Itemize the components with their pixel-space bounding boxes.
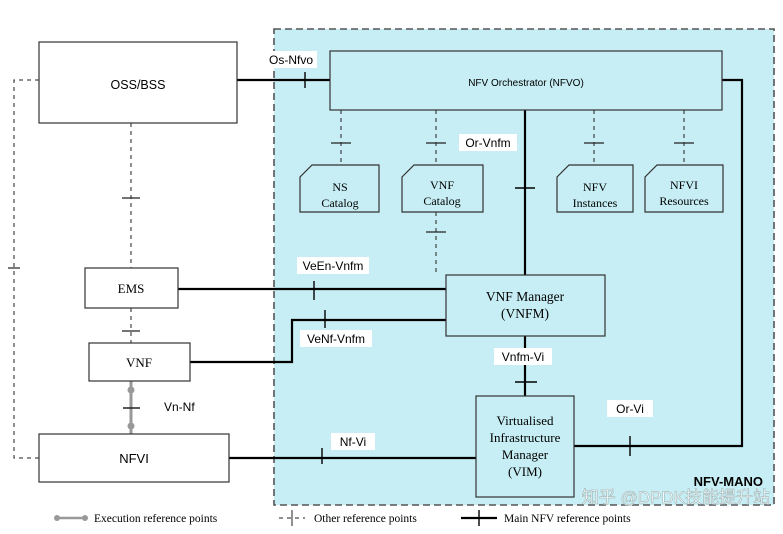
vnf-catalog-label-line2: Catalog bbox=[423, 194, 460, 208]
vnfm-vi-label: Vnfm-Vi bbox=[502, 350, 544, 364]
venf-vnfm-line bbox=[190, 318, 446, 364]
or-vnfm-label: Or-Vnfm bbox=[465, 136, 510, 150]
ems-box bbox=[84, 267, 179, 309]
nfvi-label: NFVI bbox=[119, 451, 149, 466]
vnf-label: VNF bbox=[126, 355, 152, 370]
os-nfvo-label: Os-Nfvo bbox=[269, 53, 313, 67]
vnfm-box bbox=[445, 274, 606, 337]
ns-catalog-box bbox=[299, 164, 380, 213]
watermark: 知乎 @DPDK技能提升站 bbox=[582, 488, 770, 507]
nfvi-resources-box bbox=[644, 164, 724, 213]
vn-nf-label: Vn-Nf bbox=[164, 400, 195, 414]
vim-label-line1: Virtualised bbox=[497, 413, 554, 428]
venf-vnfm-label: VeNf-Vnfm bbox=[307, 332, 365, 346]
vnfm-label-line1: VNF Manager bbox=[486, 289, 565, 304]
nfv-instances-label-line2: Instances bbox=[573, 196, 618, 210]
nfv-instances-label-line1: NFV bbox=[583, 180, 607, 194]
vim-label-line4: (VIM) bbox=[508, 464, 542, 479]
nfvo-box bbox=[329, 50, 723, 111]
oss-bss-box bbox=[38, 41, 238, 124]
vnfm-label-line2: (VNFM) bbox=[501, 306, 549, 321]
vnf-box bbox=[88, 342, 191, 382]
nfvi-resources-label-line1: NFVI bbox=[670, 178, 698, 192]
vnf-catalog-box bbox=[401, 164, 484, 213]
nf-vi-label: Nf-Vi bbox=[340, 435, 366, 449]
legend-main: Main NFV reference points bbox=[504, 513, 631, 525]
ems-label: EMS bbox=[118, 281, 145, 296]
ns-catalog-label-line1: NS bbox=[332, 180, 347, 194]
vnf-catalog-label-line1: VNF bbox=[430, 178, 454, 192]
or-vi-label: Or-Vi bbox=[616, 402, 644, 416]
ns-catalog-label-line2: Catalog bbox=[321, 196, 358, 210]
nfv-instances-box bbox=[556, 164, 634, 213]
vim-label-line3: Manager bbox=[502, 447, 549, 462]
nfvi-box bbox=[38, 433, 230, 483]
vim-label-line2: Infrastructure bbox=[490, 430, 561, 445]
or-vi-line bbox=[574, 78, 744, 448]
legend: Execution reference points Other referen… bbox=[54, 510, 631, 526]
nfv-mano-title: NFV-MANO bbox=[694, 474, 763, 489]
veen-vnfm-label: VeEn-Vnfm bbox=[303, 259, 364, 273]
vn-nf-line bbox=[123, 381, 140, 434]
legend-execution: Execution reference points bbox=[94, 513, 218, 525]
legend-other: Other reference points bbox=[314, 513, 417, 525]
nfvo-label: NFV Orchestrator (NFVO) bbox=[468, 78, 584, 89]
oss-nfvi-line bbox=[13, 79, 39, 459]
vim-box bbox=[475, 395, 575, 498]
oss-bss-label: OSS/BSS bbox=[111, 78, 166, 92]
nfvi-resources-label-line2: Resources bbox=[659, 194, 709, 208]
